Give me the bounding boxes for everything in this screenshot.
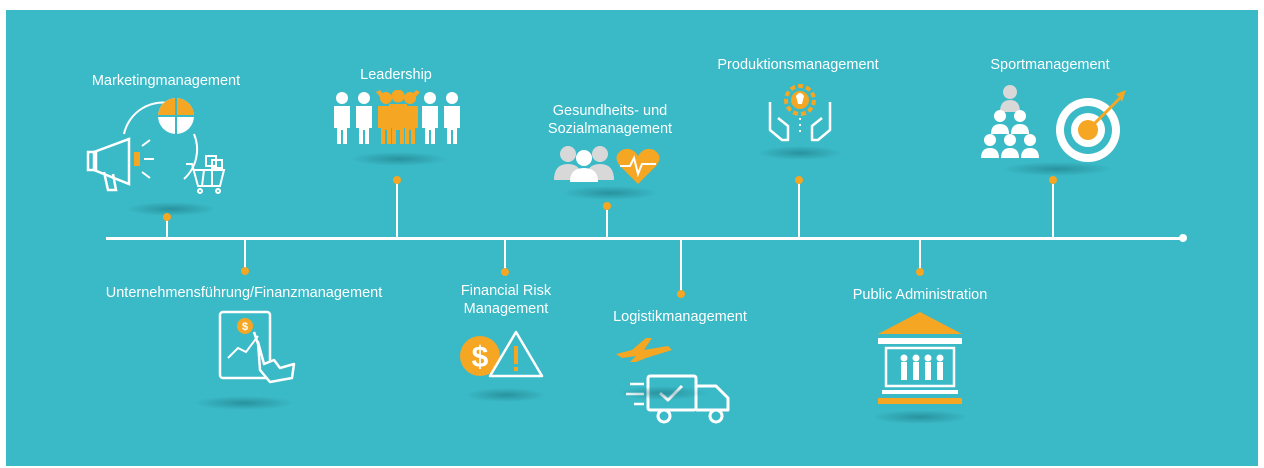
logistics-shadow <box>618 386 708 400</box>
finance-shadow <box>194 396 294 410</box>
svg-text:$: $ <box>472 341 489 374</box>
stem-logistics <box>680 239 682 293</box>
svg-text:$: $ <box>242 321 248 333</box>
production-idea-icon <box>768 84 832 142</box>
dot-risk <box>501 268 509 276</box>
stem-marketing <box>166 220 168 238</box>
stem-risk <box>504 239 506 271</box>
sport-shadow <box>1002 162 1112 176</box>
dot-public <box>916 268 924 276</box>
timeline-panel: Marketingmanagement Unternehmensführung/… <box>6 10 1258 466</box>
public-shadow <box>872 410 968 424</box>
marketing-icon <box>86 98 226 194</box>
label-financial-risk: Financial Risk Management <box>460 283 552 317</box>
timeline-axis <box>106 237 1184 240</box>
stem-finance <box>244 239 246 271</box>
stem-sport <box>1052 184 1054 238</box>
timeline-axis-end-dot <box>1179 234 1187 242</box>
risk-warning-icon: $ <box>460 330 544 378</box>
dot-finance <box>241 267 249 275</box>
stem-public <box>919 239 921 273</box>
stem-leadership <box>396 182 398 238</box>
dot-marketing <box>163 213 171 221</box>
production-shadow <box>758 146 842 160</box>
stem-health <box>606 210 608 238</box>
label-sportmanagement: Sportmanagement <box>990 57 1110 73</box>
finance-tablet-icon: $ <box>218 310 296 384</box>
stem-production <box>798 182 800 238</box>
label-public-administration: Public Administration <box>852 287 988 303</box>
label-unternehmensfuehrung: Unternehmensführung/Finanzmanagement <box>105 285 383 301</box>
label-marketingmanagement: Marketingmanagement <box>91 73 241 89</box>
logistics-icon <box>616 338 730 424</box>
risk-shadow <box>466 388 546 402</box>
dot-leadership <box>393 176 401 184</box>
label-produktionsmanagement: Produktionsmanagement <box>717 57 879 73</box>
label-gesundheit: Gesundheits- und Sozialmanagement <box>547 103 673 137</box>
sport-target-icon <box>981 85 1126 162</box>
dot-health <box>603 202 611 210</box>
dot-sport <box>1049 176 1057 184</box>
dot-production <box>795 176 803 184</box>
health-shadow <box>562 186 658 200</box>
dot-logistics <box>677 290 685 298</box>
marketing-shadow <box>126 202 216 216</box>
leadership-shadow <box>351 152 447 166</box>
label-leadership: Leadership <box>360 67 432 83</box>
public-building-icon <box>878 312 962 404</box>
health-social-icon <box>554 146 660 184</box>
team-leader-icon <box>334 90 460 144</box>
label-logistikmanagement: Logistikmanagement <box>613 309 747 325</box>
